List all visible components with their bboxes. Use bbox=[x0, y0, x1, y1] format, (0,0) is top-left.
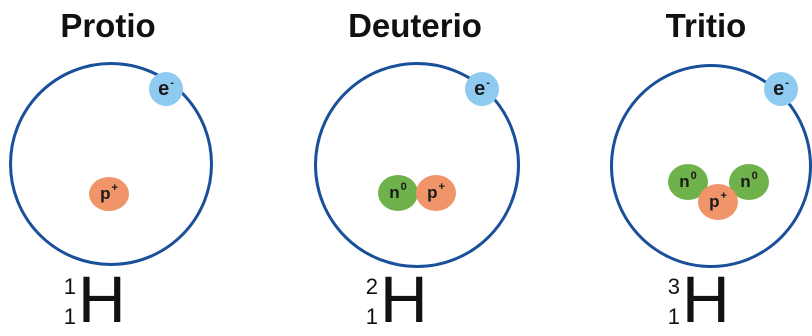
electron-symbol: e bbox=[474, 78, 485, 101]
tritio-element-symbol: H bbox=[682, 268, 730, 330]
neutron-symbol: n bbox=[679, 172, 689, 192]
tritio-mass-number: 3 bbox=[654, 276, 680, 298]
deuterio-proton: p+ bbox=[416, 175, 456, 211]
protio-proton: p+ bbox=[89, 177, 129, 211]
tritio-electron: e- bbox=[764, 72, 798, 106]
proton-symbol: p bbox=[709, 192, 719, 212]
proton-symbol: p bbox=[100, 184, 110, 204]
tritio-notation: 3 1 H bbox=[654, 270, 774, 331]
proton-symbol: p bbox=[427, 183, 437, 203]
electron-symbol: e bbox=[773, 78, 784, 101]
electron-symbol: e bbox=[158, 78, 169, 101]
deuterio-electron: e- bbox=[465, 72, 499, 106]
deuterio-atomic-number: 1 bbox=[352, 306, 378, 328]
neutron-symbol: n bbox=[740, 172, 750, 192]
deuterio-title: Deuterio bbox=[305, 4, 525, 48]
tritio-title: Tritio bbox=[596, 4, 812, 48]
protio-title: Protio bbox=[0, 4, 218, 48]
deuterio-element-symbol: H bbox=[380, 268, 428, 330]
protio-mass-number: 1 bbox=[50, 276, 76, 298]
tritio-atomic-number: 1 bbox=[654, 306, 680, 328]
protio-atomic-number: 1 bbox=[50, 306, 76, 328]
deuterio-mass-number: 2 bbox=[352, 276, 378, 298]
deuterio-notation: 2 1 H bbox=[352, 270, 472, 331]
protio-element-symbol: H bbox=[78, 268, 126, 330]
tritio-proton: p+ bbox=[698, 184, 738, 220]
protio-notation: 1 1 H bbox=[50, 270, 170, 331]
neutron-symbol: n bbox=[389, 183, 399, 203]
protio-electron: e- bbox=[149, 72, 183, 106]
